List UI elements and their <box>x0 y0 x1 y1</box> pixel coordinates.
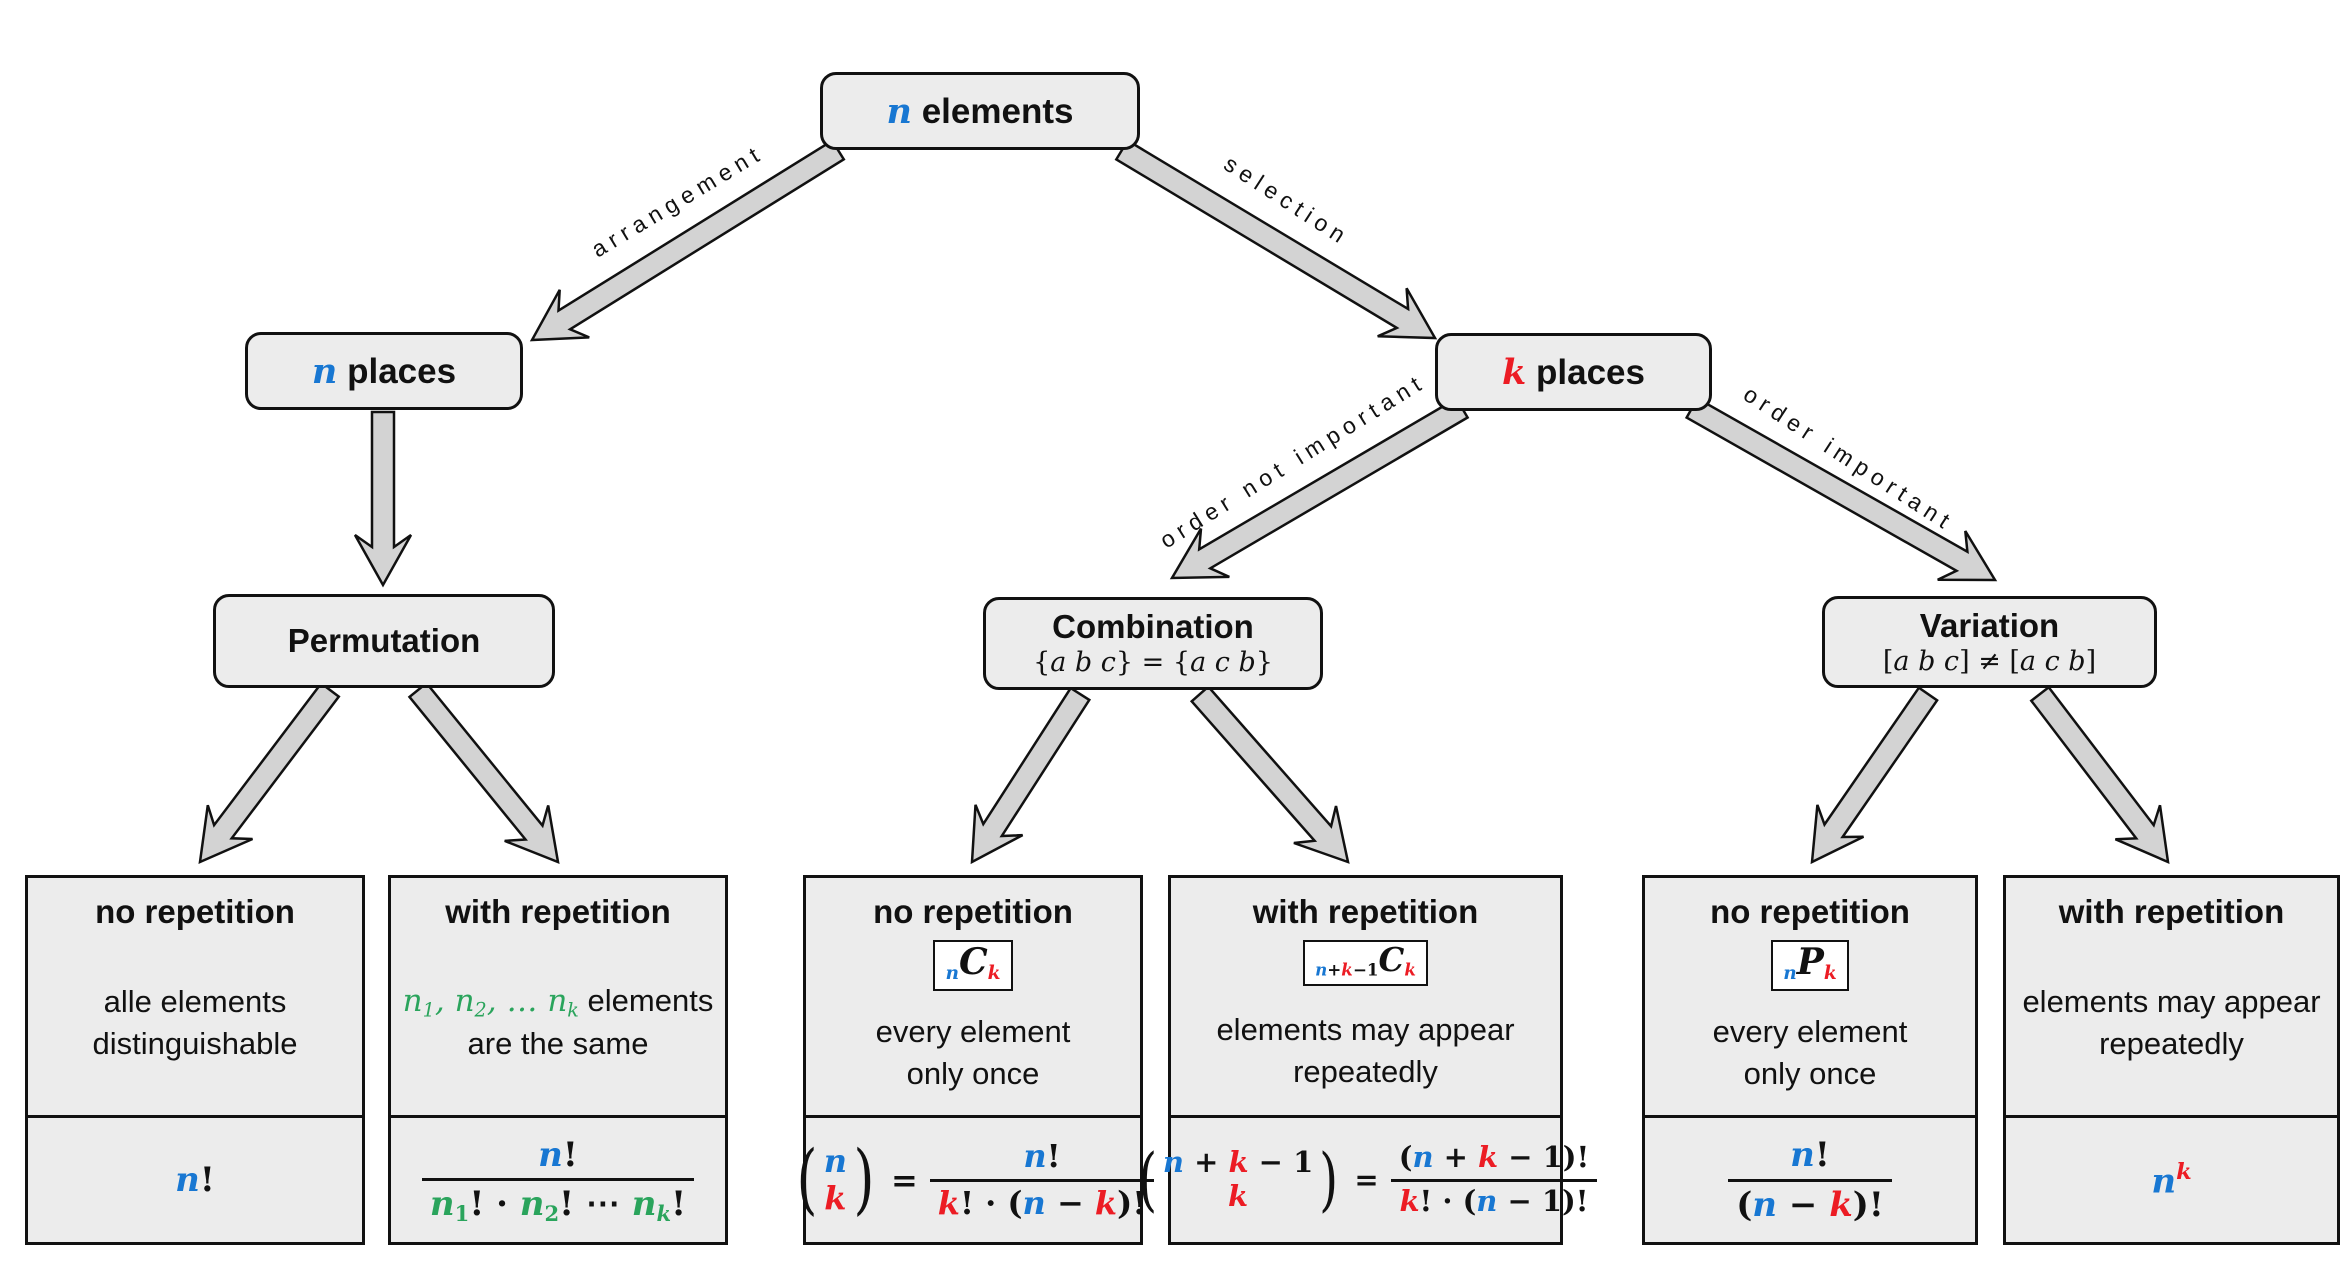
n-plus-k-minus-1-Ck-notation-chip: n+k−1Ck <box>1303 940 1428 987</box>
flow-arrow <box>1114 138 1438 340</box>
description-line: every element <box>1712 1014 1908 1050</box>
binom-bottom: k <box>1228 1179 1249 1213</box>
node-variation: Variation [a b c] ≠ [a c b] <box>1822 596 2157 688</box>
flow-arrow <box>1684 396 1998 582</box>
numerator: n! <box>1023 1136 1061 1175</box>
formula-multinomial: n! n1! · n2! ⋯ nk! <box>391 1115 725 1242</box>
description-line: only once <box>1743 1055 1877 1091</box>
binomial-coefficient: ( n + k − 1 k ) <box>1134 1139 1343 1221</box>
box-title: no repetition <box>95 893 295 930</box>
binomial-coefficient: ( n k ) <box>792 1135 879 1225</box>
flow-arrow <box>529 138 846 342</box>
denominator: n1! · n2! ⋯ nk! <box>421 1177 695 1228</box>
fraction: n! k! · (n − k)! <box>929 1135 1155 1226</box>
denominator: (n − k)! <box>1728 1178 1892 1228</box>
description-line: distinguishable <box>92 1025 298 1061</box>
flow-arrow <box>198 681 341 865</box>
nPk-notation-chip: nPk <box>1771 940 1849 991</box>
permutation-with-repetition-box: with repetition n1, n2, … nk elements ar… <box>388 875 728 1245</box>
denominator: k! · (n − k)! <box>929 1178 1155 1226</box>
numerator: n! <box>538 1134 578 1175</box>
node-permutation: Permutation <box>213 594 555 688</box>
variation-with-repetition-box: with repetition elements may appear repe… <box>2003 875 2340 1245</box>
box-description: alle elements distinguishable <box>92 930 297 1115</box>
box-description: elements may appear repeatedly <box>1216 986 1514 1115</box>
formula-binomial: ( n k ) = n! k! · (n − k)! <box>796 1115 1155 1242</box>
node-combination-subtitle: {a b c} = {a c b} <box>1033 647 1273 679</box>
node-combination-title: Combination <box>1052 608 1254 645</box>
denominator: k! · (n − 1)! <box>1391 1178 1597 1223</box>
node-permutation-title: Permutation <box>287 621 481 659</box>
flow-arrow <box>970 686 1092 865</box>
left-paren: ( <box>1137 1139 1157 1221</box>
formula-n-power-k: nk <box>2006 1115 2337 1242</box>
description-line: repeatedly <box>2099 1025 2244 1061</box>
formula-n-factorial: n! <box>28 1115 362 1242</box>
permutation-no-repetition-box: no repetition alle elements distinguisha… <box>25 875 365 1245</box>
right-paren: ) <box>1319 1139 1339 1221</box>
node-variation-title: Variation <box>1919 606 2060 644</box>
fraction: n! n1! · n2! ⋯ nk! <box>421 1132 695 1228</box>
description-line: repeatedly <box>1293 1053 1438 1089</box>
node-variation-subtitle: [a b c] ≠ [a c b] <box>1882 645 2097 677</box>
flow-arrow <box>353 410 413 588</box>
node-n-places-label: n places <box>311 350 457 392</box>
description-line: only once <box>906 1055 1040 1091</box>
box-title: with repetition <box>1252 893 1479 930</box>
node-combination: Combination {a b c} = {a c b} <box>983 597 1323 690</box>
flow-arrow <box>1810 685 1939 865</box>
box-title: with repetition <box>2058 893 2285 930</box>
combination-no-repetition-box: no repetition nCk every element only onc… <box>796 875 1155 1245</box>
flow-arrow <box>1169 396 1470 580</box>
description-line: are the same <box>467 1026 649 1062</box>
flow-arrow <box>407 681 560 864</box>
box-description: every element only once <box>876 991 1071 1115</box>
formula-binomial-repetition: ( n + k − 1 k ) = (n + k − 1)! k! · (n −… <box>1138 1115 1597 1242</box>
formula-text: nk <box>2151 1158 2192 1202</box>
description-line: alle elements <box>103 983 287 1019</box>
combination-with-repetition-box: with repetition n+k−1Ck elements may app… <box>1138 875 1597 1245</box>
node-k-places: k places <box>1435 333 1712 411</box>
formula-text: n! <box>175 1160 215 1200</box>
right-paren: ) <box>853 1135 875 1225</box>
formula-falling-factorial: n! (n − k)! <box>1645 1115 1975 1242</box>
notation-text: nPk <box>1783 941 1837 985</box>
binom-bottom: k <box>824 1179 847 1217</box>
node-n-elements: n elements <box>820 72 1140 150</box>
box-title: no repetition <box>1710 893 1910 930</box>
equals-sign: = <box>890 1161 918 1199</box>
node-n-elements-label: n elements <box>886 90 1074 132</box>
flow-arrow <box>1189 684 1350 864</box>
box-description: n1, n2, … nk elements are the same <box>403 930 714 1115</box>
binom-top: n + k − 1 <box>1162 1144 1314 1179</box>
box-description: every element only once <box>1713 991 1908 1115</box>
node-n-places: n places <box>245 332 523 410</box>
flow-arrow <box>2029 685 2170 865</box>
left-paren: ( <box>796 1135 818 1225</box>
box-title: no repetition <box>873 893 1073 930</box>
box-description: elements may appear repeatedly <box>2022 930 2320 1115</box>
notation-text: nCk <box>945 941 1001 985</box>
equals-sign: = <box>1354 1163 1379 1197</box>
box-title: with repetition <box>445 893 671 930</box>
description-line: every element <box>875 1014 1071 1050</box>
numerator: n! <box>1790 1135 1830 1176</box>
fraction: (n + k − 1)! k! · (n − 1)! <box>1391 1138 1598 1222</box>
node-k-places-label: k places <box>1502 351 1645 393</box>
fraction: n! (n − k)! <box>1728 1132 1892 1227</box>
notation-text: n+k−1Ck <box>1315 941 1416 980</box>
variation-no-repetition-box: no repetition nPk every element only onc… <box>1642 875 1978 1245</box>
description-line: elements may appear <box>2022 983 2321 1019</box>
nCk-notation-chip: nCk <box>933 940 1013 991</box>
binom-top: n <box>823 1142 847 1181</box>
description-line: elements may appear <box>1216 1011 1515 1047</box>
description-line: n1, n2, … nk elements <box>402 983 714 1022</box>
numerator: (n + k − 1)! <box>1398 1139 1590 1174</box>
